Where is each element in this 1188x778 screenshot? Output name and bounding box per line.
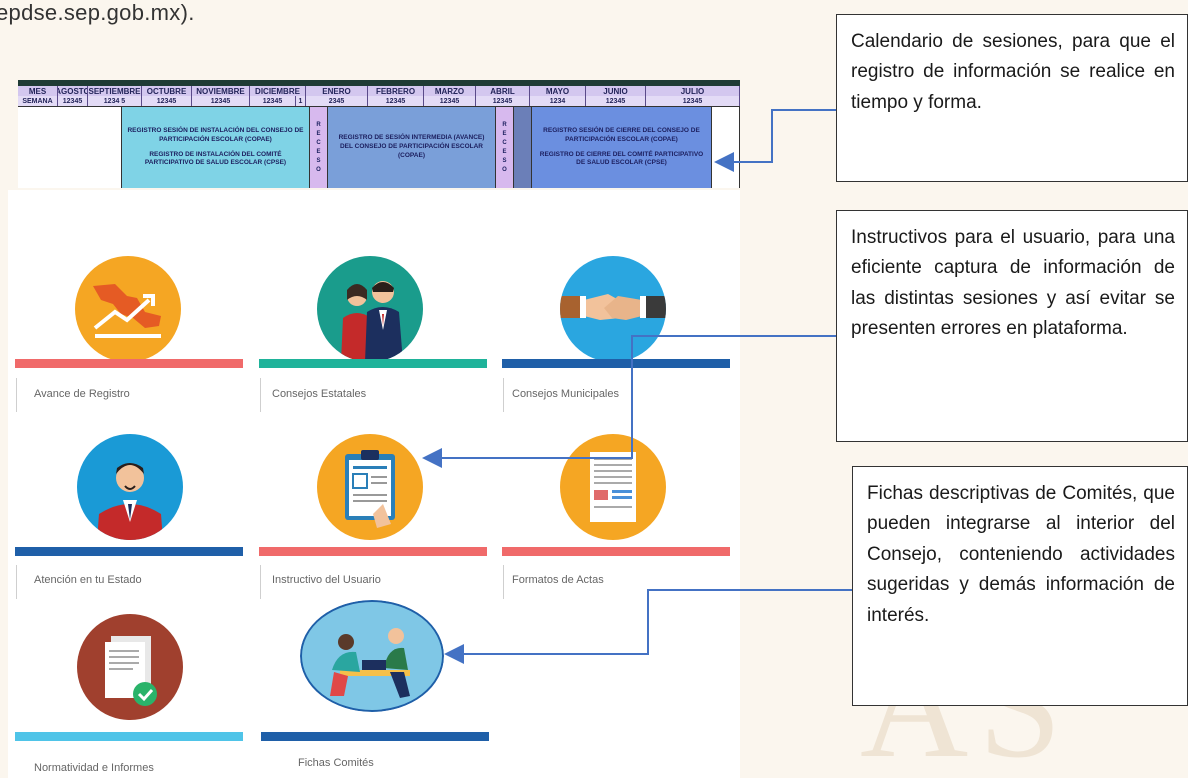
consejos-estatales-link[interactable]: Consejos Estatales <box>272 388 367 400</box>
consejos-estatales-bar <box>259 359 487 368</box>
month-label: MES <box>18 86 58 96</box>
receso-block-2: R E C E S O <box>496 106 514 188</box>
tile-separator <box>260 378 261 412</box>
week-cell: 12345 <box>58 96 88 106</box>
normatividad-informes-bar <box>15 732 243 741</box>
calendar-callout: Calendario de sesiones, para que el regi… <box>836 14 1188 182</box>
approved-document-icon <box>77 614 183 720</box>
week-cell: 12345 <box>192 96 250 106</box>
month-cell: FEBRERO <box>368 86 424 96</box>
install-cpse-text: REGISTRO DE INSTALACIÓN DEL COMITÉ PARTI… <box>144 150 287 167</box>
formatos-actas-bar <box>502 547 730 556</box>
calendar-gap-block <box>514 106 532 188</box>
tile-separator <box>16 378 17 412</box>
instructivo-usuario-tile[interactable] <box>317 434 423 540</box>
handshake-icon <box>560 256 666 362</box>
week-cell: 12345 <box>646 96 740 106</box>
consejos-municipales-link[interactable]: Consejos Municipales <box>512 388 619 400</box>
tile-separator <box>503 378 504 412</box>
atencion-estado-link[interactable]: Atención en tu Estado <box>34 574 142 586</box>
instructivo-usuario-bar <box>259 547 487 556</box>
atencion-estado-tile[interactable] <box>77 434 183 540</box>
avance-registro-link[interactable]: Avance de Registro <box>34 388 130 400</box>
month-cell: OCTUBRE <box>142 86 192 96</box>
tile-separator <box>260 565 261 599</box>
week-cell: 1 <box>296 96 306 106</box>
avance-registro-tile[interactable] <box>75 256 181 362</box>
calendar-month-row: MES AGOSTO SEPTIEMBRE OCTUBRE NOVIEMBRE … <box>18 86 740 96</box>
instructivo-usuario-link[interactable]: Instructivo del Usuario <box>272 574 381 586</box>
month-cell: ENERO <box>306 86 368 96</box>
team-meeting-icon <box>300 600 444 712</box>
fichas-comites-tile[interactable] <box>300 600 444 712</box>
tile-separator <box>16 565 17 599</box>
receso-block-1: R E C E S O <box>310 106 328 188</box>
normatividad-informes-tile[interactable] <box>77 614 183 720</box>
clipboard-icon <box>317 434 423 540</box>
closing-cpse-text: REGISTRO DE CIERRE DEL COMITÉ PARTICIPAT… <box>539 150 704 167</box>
mexico-chart-icon <box>75 256 181 362</box>
week-cell: 12345 <box>142 96 192 106</box>
consejos-estatales-tile[interactable] <box>317 256 423 362</box>
install-copae-text: REGISTRO SESIÓN DE INSTALACIÓN DEL CONSE… <box>127 126 304 143</box>
calendar-empty-block <box>18 106 122 188</box>
week-cell: 1234 5 <box>88 96 142 106</box>
calendar-body: REGISTRO SESIÓN DE INSTALACIÓN DEL CONSE… <box>18 106 740 188</box>
month-cell: JULIO <box>646 86 740 96</box>
week-cell: 12345 <box>250 96 296 106</box>
calendar-closing-block: REGISTRO SESIÓN DE CIERRE DEL CONSEJO DE… <box>532 106 712 188</box>
consejos-municipales-tile[interactable] <box>560 256 666 362</box>
week-label: SEMANA <box>18 96 58 106</box>
week-cell: 12345 <box>476 96 530 106</box>
week-cell: 2345 <box>306 96 368 106</box>
session-calendar: MES AGOSTO SEPTIEMBRE OCTUBRE NOVIEMBRE … <box>18 80 740 188</box>
calendar-intermediate-block: REGISTRO DE SESIÓN INTERMEDIA (AVANCE) D… <box>328 106 496 188</box>
business-people-icon <box>317 256 423 362</box>
month-cell: AGOSTO <box>58 86 88 96</box>
month-cell: ABRIL <box>476 86 530 96</box>
calendar-install-block: REGISTRO SESIÓN DE INSTALACIÓN DEL CONSE… <box>122 106 310 188</box>
fichas-comites-link[interactable]: Fichas Comités <box>298 757 374 769</box>
instructions-callout: Instructivos para el usuario, para una e… <box>836 210 1188 442</box>
month-cell: JUNIO <box>586 86 646 96</box>
consejos-municipales-bar <box>502 359 730 368</box>
week-cell: 1234 <box>530 96 586 106</box>
closing-copae-text: REGISTRO SESIÓN DE CIERRE DEL CONSEJO DE… <box>543 126 700 143</box>
formatos-actas-link[interactable]: Formatos de Actas <box>512 574 604 586</box>
week-cell: 12345 <box>424 96 476 106</box>
month-cell: MAYO <box>530 86 586 96</box>
instructions-callout-text: Instructivos para el usuario, para una e… <box>851 227 1175 340</box>
fichas-comites-bar <box>261 732 489 741</box>
avance-registro-bar <box>15 359 243 368</box>
calendar-callout-text: Calendario de sesiones, para que el regi… <box>851 31 1175 113</box>
tile-separator <box>503 565 504 599</box>
fichas-callout-text: Fichas descriptivas de Comités, que pued… <box>867 483 1175 626</box>
month-cell: DICIEMBRE <box>250 86 306 96</box>
week-cell: 12345 <box>586 96 646 106</box>
url-fragment: epdse.sep.gob.mx). <box>0 0 195 25</box>
atencion-estado-bar <box>15 547 243 556</box>
fichas-callout: Fichas descriptivas de Comités, que pued… <box>852 466 1188 706</box>
formatos-actas-tile[interactable] <box>560 434 666 540</box>
calendar-week-row: SEMANA 12345 1234 5 12345 12345 12345 1 … <box>18 96 740 106</box>
agent-icon <box>77 434 183 540</box>
month-cell: NOVIEMBRE <box>192 86 250 96</box>
normatividad-informes-link[interactable]: Normatividad e Informes <box>34 762 154 774</box>
month-cell: MARZO <box>424 86 476 96</box>
week-cell: 12345 <box>368 96 424 106</box>
month-cell: SEPTIEMBRE <box>88 86 142 96</box>
calendar-empty-block <box>712 106 740 188</box>
document-icon <box>560 434 666 540</box>
